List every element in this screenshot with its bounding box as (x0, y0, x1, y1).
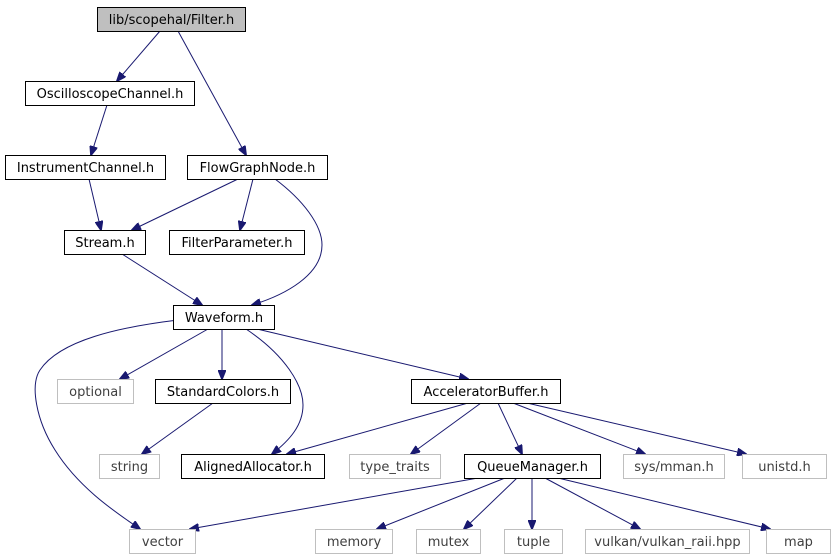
node-box (349, 454, 441, 479)
edge-queuemanager_h-to-map (557, 477, 770, 529)
node-label: string (111, 460, 148, 475)
node-map: map (766, 529, 831, 554)
edge-filter_h-to-oscilloscopechannel_h (117, 30, 161, 81)
node-box (416, 529, 481, 554)
node-filterparameter-h[interactable]: FilterParameter.h (169, 230, 305, 255)
node-label: lib/scopehal/Filter.h (109, 13, 235, 28)
node-vulkan-raii-hpp: vulkan/vulkan_raii.hpp (585, 529, 750, 554)
node-label: StandardColors.h (167, 385, 279, 400)
node-box (411, 379, 561, 404)
node-box (129, 529, 196, 554)
edge-stream_h-to-waveform_h (121, 253, 202, 305)
node-box (187, 155, 328, 180)
edge-flowgraphnode_h-to-filterparameter_h (240, 178, 254, 230)
node-box (57, 379, 134, 404)
edge-queuemanager_h-to-memory (377, 477, 506, 529)
node-oscilloscopechannel-h[interactable]: OscilloscopeChannel.h (25, 81, 195, 106)
edge-filter_h-to-flowgraphnode_h (177, 30, 246, 155)
node-box (25, 81, 195, 106)
node-optional: optional (57, 379, 134, 404)
edge-instrumentchannel_h-to-stream_h (88, 178, 101, 230)
node-string: string (99, 454, 160, 479)
node-box (623, 454, 725, 479)
node-box (5, 155, 166, 180)
node-label: QueueManager.h (477, 460, 588, 475)
node-label: OscilloscopeChannel.h (37, 87, 184, 102)
node-tuple: tuple (504, 529, 563, 554)
node-vector: vector (129, 529, 196, 554)
node-box (169, 230, 305, 255)
node-standardcolors-h[interactable]: StandardColors.h (155, 379, 291, 404)
node-label: memory (327, 535, 382, 550)
node-acceleratorbuffer-h[interactable]: AcceleratorBuffer.h (411, 379, 561, 404)
node-label: unistd.h (758, 460, 811, 475)
edge-waveform_h-to-acceleratorbuffer_h (256, 328, 468, 379)
edge-acceleratorbuffer_h-to-queuemanager_h (497, 402, 522, 454)
node-label: map (784, 535, 813, 550)
node-instrumentchannel-h[interactable]: InstrumentChannel.h (5, 155, 166, 180)
node-queuemanager-h[interactable]: QueueManager.h (464, 454, 601, 479)
node-type-traits: type_traits (349, 454, 441, 479)
edge-acceleratorbuffer_h-to-type_traits (411, 402, 482, 454)
edge-queuemanager_h-to-mutex (464, 477, 518, 529)
node-box (464, 454, 601, 479)
node-label: AlignedAllocator.h (194, 460, 312, 475)
nodes-layer: lib/scopehal/Filter.hOscilloscopeChannel… (5, 7, 831, 554)
node-label: tuple (517, 535, 550, 550)
node-label: vector (142, 535, 184, 550)
node-label: FlowGraphNode.h (200, 161, 316, 176)
edge-standardcolors_h-to-string (142, 402, 214, 454)
node-box (99, 454, 160, 479)
node-label: optional (69, 385, 122, 400)
edge-waveform_h-to-optional (120, 328, 209, 379)
node-box (742, 454, 827, 479)
edge-waveform_h-to-vector (34, 319, 179, 529)
node-box (64, 230, 146, 255)
edge-acceleratorbuffer_h-to-alignedallocator_h (287, 402, 469, 454)
node-label: vulkan/vulkan_raii.hpp (594, 535, 740, 550)
edge-acceleratorbuffer_h-to-sys_mman_h (512, 402, 645, 454)
node-box (766, 529, 831, 554)
node-stream-h[interactable]: Stream.h (64, 230, 146, 255)
edge-waveform_h-to-alignedallocator_h (245, 328, 304, 454)
edges-layer (34, 30, 770, 529)
node-box (173, 305, 275, 330)
node-box (181, 454, 325, 479)
node-label: FilterParameter.h (181, 236, 292, 251)
edge-flowgraphnode_h-to-stream_h (132, 178, 239, 230)
node-box (585, 529, 750, 554)
node-box (315, 529, 393, 554)
node-box (155, 379, 291, 404)
node-label: Waveform.h (185, 311, 263, 326)
edge-oscilloscopechannel_h-to-instrumentchannel_h (91, 104, 108, 155)
node-filter-h: lib/scopehal/Filter.h (97, 7, 246, 32)
node-unistd-h: unistd.h (742, 454, 827, 479)
edge-queuemanager_h-to-vulkan_raii_hpp (544, 477, 640, 529)
node-sys-mman-h: sys/mman.h (623, 454, 725, 479)
edge-flowgraphnode_h-to-waveform_h (252, 178, 323, 305)
node-memory: memory (315, 529, 393, 554)
node-label: sys/mman.h (634, 460, 714, 475)
node-box (504, 529, 563, 554)
node-flowgraphnode-h[interactable]: FlowGraphNode.h (187, 155, 328, 180)
node-label: type_traits (360, 460, 430, 475)
node-box (97, 7, 246, 32)
node-waveform-h[interactable]: Waveform.h (173, 305, 275, 330)
node-label: mutex (428, 535, 470, 550)
edge-acceleratorbuffer_h-to-unistd_h (526, 402, 746, 454)
node-alignedallocator-h[interactable]: AlignedAllocator.h (181, 454, 325, 479)
node-label: InstrumentChannel.h (17, 161, 154, 176)
edge-queuemanager_h-to-vector (190, 477, 479, 529)
node-mutex: mutex (416, 529, 481, 554)
node-label: Stream.h (75, 236, 134, 251)
node-label: AcceleratorBuffer.h (424, 385, 549, 400)
